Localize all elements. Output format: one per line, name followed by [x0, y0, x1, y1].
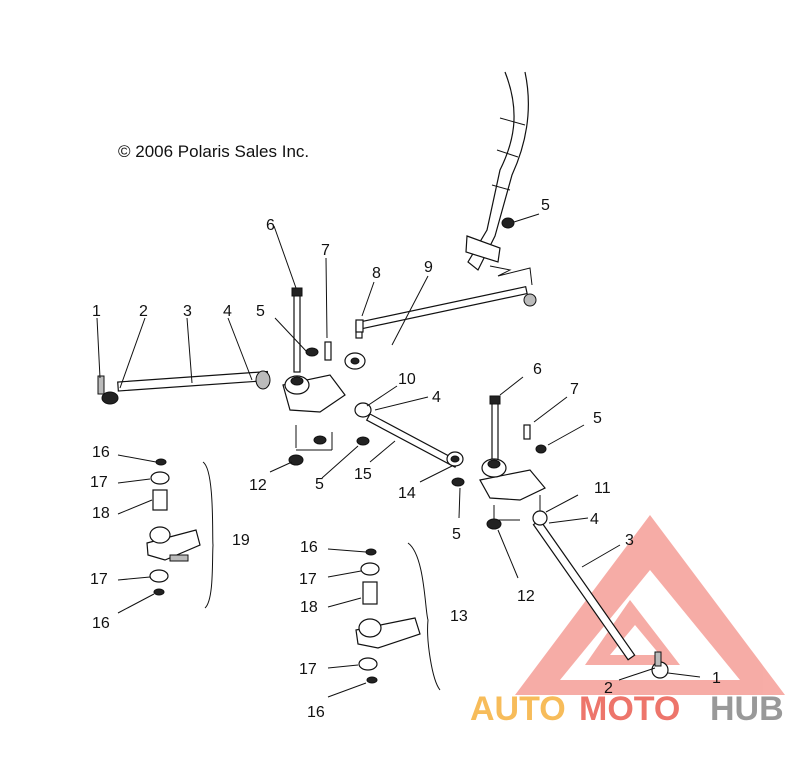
steering-column [465, 71, 533, 286]
callout-11: 11 [594, 480, 611, 497]
callout-16-kit13-top: 16 [300, 539, 318, 556]
callout-15: 15 [354, 466, 372, 483]
watermark-hub: HUB [710, 690, 784, 728]
left-tie-rod-assembly [97, 370, 271, 405]
callout-2-right: 2 [604, 680, 613, 697]
callout-4-center: 4 [432, 389, 441, 406]
callout-16-kit13-bottom: 16 [307, 704, 325, 721]
copyright-text: © 2006 Polaris Sales Inc. [118, 142, 309, 161]
callout-17-kit19-top: 17 [90, 474, 108, 491]
callout-12-left: 12 [249, 477, 267, 494]
callout-17-kit13-bottom: 17 [299, 661, 317, 678]
callout-2-left: 2 [139, 303, 148, 320]
callout-16-kit19-top: 16 [92, 444, 110, 461]
callout-3-right: 3 [625, 532, 634, 549]
callout-19: 19 [232, 532, 250, 549]
right-tie-rod-assembly [532, 510, 669, 679]
callout-5-left: 5 [256, 303, 265, 320]
pivot-kit-19 [146, 458, 214, 609]
pitman-arm-left [282, 287, 346, 451]
callout-3-left: 3 [183, 303, 192, 320]
callout-17-kit19-bottom: 17 [90, 571, 108, 588]
automotohub-watermark-logo [515, 515, 785, 695]
callout-18-kit13: 18 [300, 599, 318, 616]
callout-14: 14 [398, 485, 416, 502]
callout-17-kit13-top: 17 [299, 571, 317, 588]
callout-10: 10 [398, 371, 416, 388]
pitman-arm-right [479, 395, 547, 521]
center-tie-rod [354, 402, 464, 468]
callout-16-kit19-bottom: 16 [92, 615, 110, 632]
callout-5-right: 5 [593, 410, 602, 427]
callout-5-top: 5 [541, 197, 550, 214]
callout-4-right: 4 [590, 511, 599, 528]
callout-18-kit19: 18 [92, 505, 110, 522]
callout-9: 9 [424, 259, 433, 276]
pivot-kit-13 [355, 542, 441, 691]
callout-5-lower: 5 [452, 526, 461, 543]
callout-7-left: 7 [321, 242, 330, 259]
callout-6-left: 6 [266, 217, 275, 234]
callout-labels: 1 2 3 4 5 6 7 8 9 5 10 4 12 5 15 14 6 7 … [90, 197, 721, 721]
callout-5-center: 5 [315, 476, 324, 493]
callout-13: 13 [450, 608, 468, 625]
callout-12-right: 12 [517, 588, 535, 605]
watermark-auto: AUTO [470, 690, 566, 728]
leader-lines [96, 213, 701, 698]
callout-7-right: 7 [570, 381, 579, 398]
watermark-text: AUTO MOTO HUB [470, 690, 784, 728]
callout-4-left: 4 [223, 303, 232, 320]
callout-8: 8 [372, 265, 381, 282]
callout-1-right: 1 [712, 670, 721, 687]
nuts [288, 217, 515, 530]
callout-1-left: 1 [92, 303, 101, 320]
drag-link [344, 286, 537, 370]
watermark-moto: MOTO [579, 690, 680, 728]
callout-6-right: 6 [533, 361, 542, 378]
